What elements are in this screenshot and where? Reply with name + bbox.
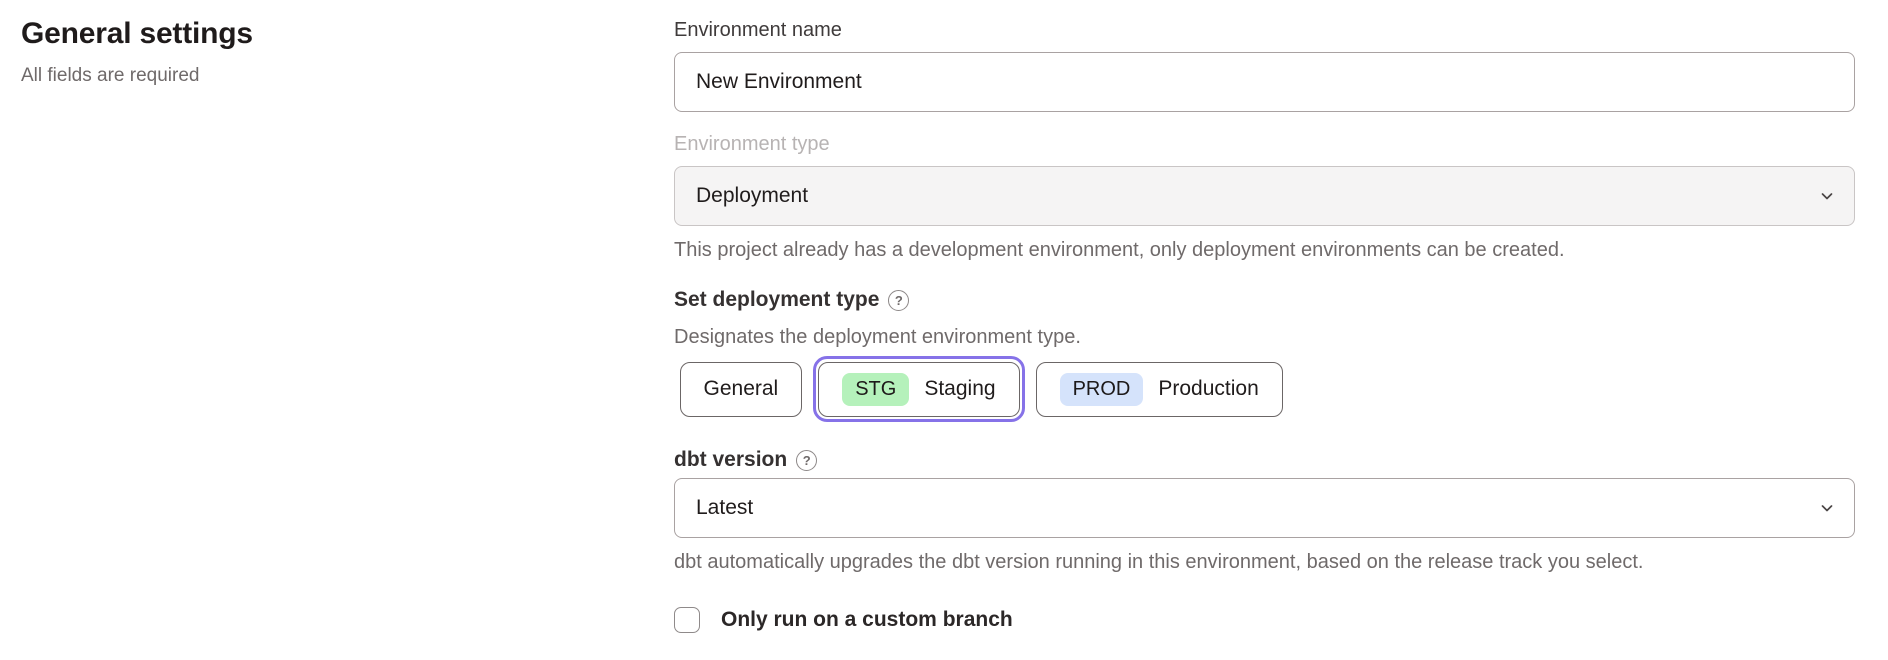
help-icon[interactable]: ?: [796, 450, 817, 471]
environment-type-select[interactable]: Deployment: [674, 166, 1855, 226]
deployment-type-label: Set deployment type: [674, 288, 879, 312]
option-staging-ring: STG Staging: [813, 356, 1025, 422]
deployment-type-option-production[interactable]: PROD Production: [1036, 362, 1283, 417]
dbt-version-group: dbt version ? Latest dbt automatically u…: [674, 448, 1855, 574]
environment-name-group: Environment name: [674, 18, 1855, 112]
page-title: General settings: [21, 14, 634, 54]
deployment-type-option-general[interactable]: General: [680, 362, 803, 417]
option-production-ring: PROD Production: [1030, 356, 1288, 422]
deployment-type-description: Designates the deployment environment ty…: [674, 325, 1855, 349]
custom-branch-checkbox[interactable]: [674, 607, 700, 633]
chevron-down-icon: [1818, 187, 1836, 205]
dbt-version-value: Latest: [696, 496, 753, 520]
dbt-version-label: dbt version: [674, 448, 787, 472]
dbt-version-heading: dbt version ?: [674, 448, 1855, 472]
deployment-type-option-staging[interactable]: STG Staging: [818, 362, 1019, 417]
environment-type-group: Environment type Deployment This project…: [674, 132, 1855, 262]
option-general-label: General: [704, 377, 779, 401]
option-staging-label: Staging: [924, 377, 995, 401]
staging-badge: STG: [842, 373, 909, 406]
chevron-down-icon: [1818, 499, 1836, 517]
option-general-ring: General: [674, 356, 808, 422]
custom-branch-label[interactable]: Only run on a custom branch: [721, 607, 1013, 633]
settings-intro-panel: General settings All fields are required: [0, 0, 674, 660]
environment-settings-form: Environment name Environment type Deploy…: [674, 0, 1855, 660]
deployment-type-heading: Set deployment type ?: [674, 288, 1855, 312]
environment-type-helper: This project already has a development e…: [674, 238, 1855, 262]
environment-name-label: Environment name: [674, 18, 1855, 42]
option-production-label: Production: [1158, 377, 1258, 401]
environment-name-input[interactable]: [674, 52, 1855, 112]
help-icon[interactable]: ?: [888, 290, 909, 311]
dbt-version-select[interactable]: Latest: [674, 478, 1855, 538]
environment-type-value: Deployment: [696, 184, 808, 208]
deployment-type-group: Set deployment type ? Designates the dep…: [674, 288, 1855, 422]
deployment-type-options: General STG Staging PROD Production: [674, 356, 1855, 422]
dbt-version-helper: dbt automatically upgrades the dbt versi…: [674, 550, 1855, 574]
environment-type-label: Environment type: [674, 132, 1855, 156]
custom-branch-row: Only run on a custom branch: [674, 607, 1855, 633]
production-badge: PROD: [1060, 373, 1144, 406]
page-subtitle: All fields are required: [21, 64, 634, 88]
